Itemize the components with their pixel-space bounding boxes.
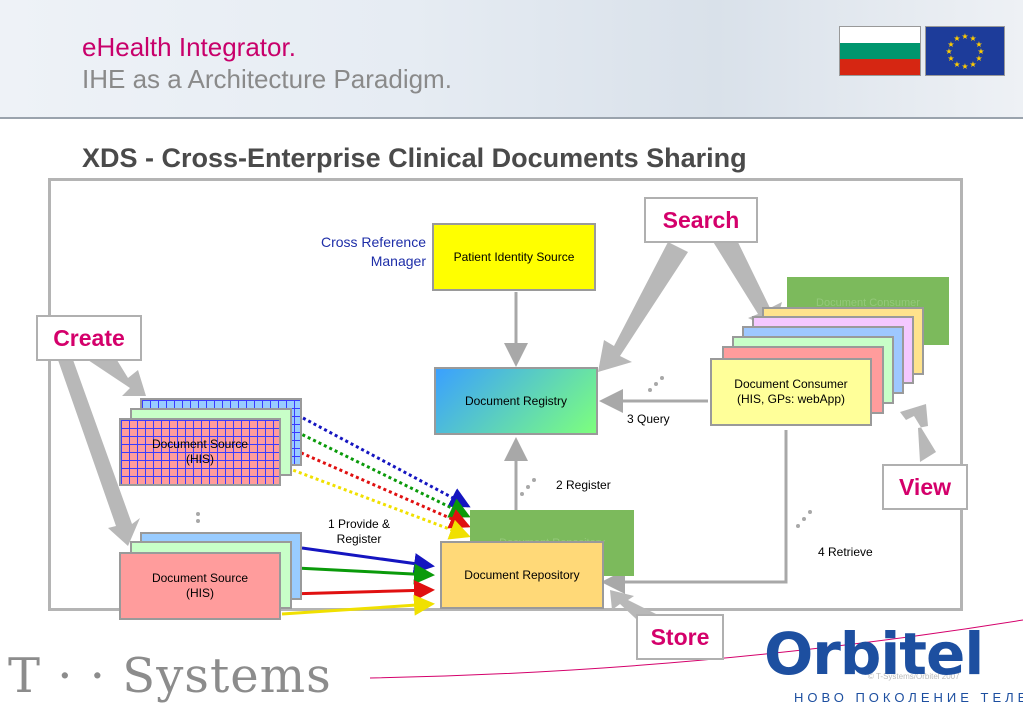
svg-text:★: ★ <box>947 54 954 63</box>
svg-text:★: ★ <box>961 32 968 41</box>
document-registry-box: Document Registry <box>434 367 598 435</box>
register-label: 2 Register <box>556 478 611 492</box>
document-source-bottom-box: Document Source (HIS) <box>119 552 281 620</box>
svg-text:★: ★ <box>969 34 976 43</box>
retrieve-label: 4 Retrieve <box>818 545 873 559</box>
svg-text:★: ★ <box>975 54 982 63</box>
diagram-frame <box>48 178 963 611</box>
document-consumer-box: Document Consumer (HIS, GPs: webApp) <box>710 358 872 426</box>
svg-text:★: ★ <box>953 34 960 43</box>
svg-text:★: ★ <box>969 60 976 69</box>
header-title: eHealth Integrator. <box>82 32 296 62</box>
header-subtitle: IHE as a Architecture Paradigm. <box>82 64 452 94</box>
patient-identity-source-box: Patient Identity Source <box>432 223 596 291</box>
document-repository-box: Document Repository <box>440 541 604 609</box>
bulgaria-flag-icon <box>839 26 921 76</box>
svg-text:★: ★ <box>953 60 960 69</box>
svg-text:★: ★ <box>977 47 984 56</box>
slide-title: XDS - Cross-Enterprise Clinical Document… <box>82 143 747 173</box>
svg-text:★: ★ <box>975 40 982 49</box>
view-callout: View <box>882 464 968 510</box>
query-label: 3 Query <box>627 412 670 426</box>
copyright-text: © T-Systems/Orbitel 2007 <box>868 672 960 681</box>
eu-flag-icon: ★★★ ★★★ ★★★ ★★★ <box>925 26 1005 76</box>
orbitel-tagline: НОВО ПОКОЛЕНИЕ ТЕЛЕКОМ <box>794 690 1023 705</box>
tsystems-logo: T · · Systems <box>8 648 332 704</box>
svg-text:★: ★ <box>947 40 954 49</box>
orbitel-logo: Orbitel <box>764 620 984 688</box>
svg-text:★: ★ <box>961 62 968 71</box>
provide-register-label: 1 Provide & Register <box>328 517 391 546</box>
store-callout: Store <box>636 614 724 660</box>
svg-text:★: ★ <box>945 47 952 56</box>
create-callout: Create <box>36 315 142 361</box>
cross-reference-manager-label: Cross Reference Manager <box>320 234 426 269</box>
search-callout: Search <box>644 197 758 243</box>
document-source-top-box: Document Source (HIS) <box>119 418 281 486</box>
